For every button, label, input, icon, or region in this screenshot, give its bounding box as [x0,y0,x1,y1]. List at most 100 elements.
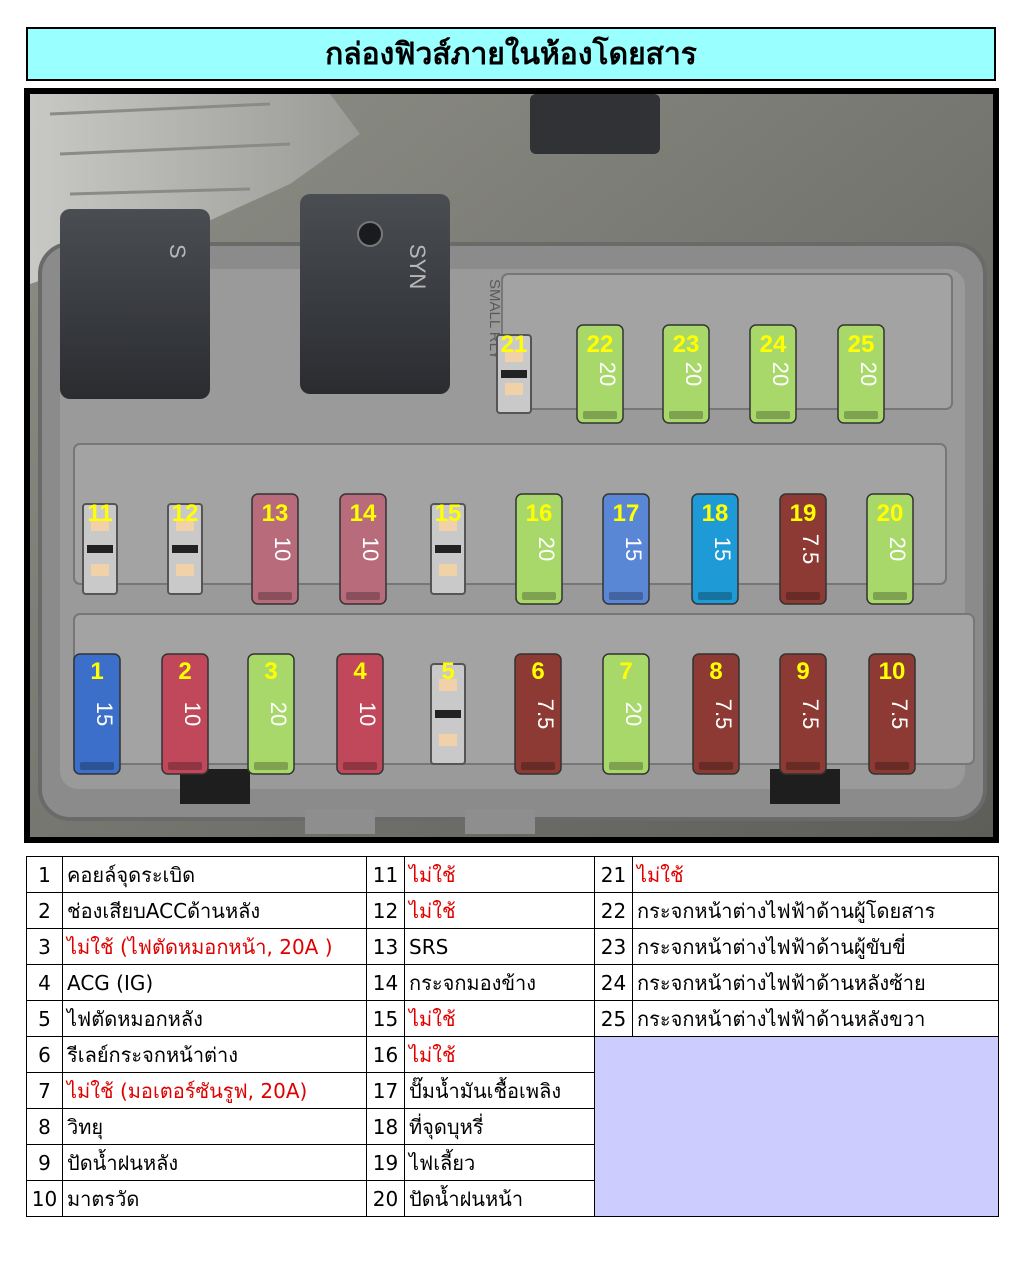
fuse-4-number: 4 [353,658,367,685]
legend-number: 7 [26,1072,63,1109]
fuse-6: 7.56 [514,653,562,775]
legend-number: 1 [26,856,63,893]
legend-number: 20 [366,1180,405,1217]
fuse-8: 7.58 [692,653,740,775]
legend-number: 4 [26,964,63,1001]
fuse-17-rating: 15 [621,537,646,561]
fuse-14-number: 14 [350,500,377,527]
legend-description: ที่จุดบุหรี่ [404,1108,595,1145]
legend-number: 22 [594,892,633,929]
legend-number: 17 [366,1072,405,1109]
fuse-4: 10 4 [336,653,384,775]
fuse-9: 7.59 [779,653,827,775]
legend-number: 25 [594,1000,633,1037]
fuse-19-rating: 7.5 [798,534,823,565]
fuse-5-number: 5 [441,658,454,685]
fuse-13-rating: 10 [270,537,295,561]
fuse-16-rating: 20 [534,537,559,561]
fuse-14-rating: 10 [358,537,383,561]
legend-description: SRS [404,928,595,965]
fuse-4-rating: 10 [355,702,380,726]
relay-left-label: S [165,244,190,259]
fuse-18-rating: 15 [710,537,735,561]
legend-description: กระจกหน้าต่างไฟฟ้าด้านหลังขวา [632,1000,999,1037]
fuse-9-number: 9 [796,658,809,685]
fuse-13-number: 13 [262,500,289,527]
legend-description: กระจกหน้าต่างไฟฟ้าด้านผู้โดยสาร [632,892,999,929]
relay-right-label: SYN [405,244,430,289]
legend-description: ช่องเสียบACCด้านหลัง [62,892,367,929]
fuse-6-number: 6 [531,658,544,685]
fuse-23-number: 23 [673,331,700,358]
fuse-8-number: 8 [709,658,722,685]
legend-description: รีเลย์กระจกหน้าต่าง [62,1036,367,1073]
fuse-9-rating: 7.5 [798,699,823,730]
fuse-3: 203 [247,653,295,775]
legend-description: ไม่ใช้ [632,856,999,893]
legend-description: ไม่ใช้ [404,1036,595,1073]
fuse-25-number: 25 [848,331,875,358]
fuse-1-rating: 15 [92,702,117,726]
legend-description: ปัดน้ำฝนหลัง [62,1144,367,1181]
fuse-23-rating: 20 [681,362,706,386]
fuse-1-number: 1 [90,658,103,685]
legend-description: กระจกหน้าต่างไฟฟ้าด้านผู้ขับขี่ [632,928,999,965]
fuse-7: 207 [602,653,650,775]
legend-description: วิทยุ [62,1108,367,1145]
legend-number: 11 [366,856,405,893]
relay-left: S [60,209,210,399]
fuse-19-number: 19 [790,500,817,527]
legend-description: ไม่ใช้ (ไฟตัดหมอกหน้า, 20A ) [62,928,367,965]
legend-description: ไม่ใช้ [404,892,595,929]
fuse-18-number: 18 [702,500,729,527]
legend-description: กระจกหน้าต่างไฟฟ้าด้านหลังซ้าย [632,964,999,1001]
legend-description: คอยล์จุดระเบิด [62,856,367,893]
fuse-20-number: 20 [877,500,904,527]
legend-number: 16 [366,1036,405,1073]
legend-number: 10 [26,1180,63,1217]
legend-description: มาตรวัด [62,1180,367,1217]
fuse-25-rating: 20 [856,362,881,386]
legend-number: 8 [26,1108,63,1145]
top-connector [530,94,660,154]
fuse-2-number: 2 [178,658,191,685]
fuse-12: 12 [167,500,203,595]
fuse-12-number: 12 [172,500,199,527]
legend-number: 19 [366,1144,405,1181]
legend-description: ปั๊มน้ำมันเชื้อเพลิง [404,1072,595,1109]
legend-number: 21 [594,856,633,893]
page-title: กล่องฟิวส์ภายในห้องโดยสาร [325,36,697,72]
legend-description: ไม่ใช้ (มอเตอร์ซันรูฟ, 20A) [62,1072,367,1109]
legend-description: ไม่ใช้ [404,856,595,893]
fuse-2: 10 2 [161,653,209,775]
legend-number: 18 [366,1108,405,1145]
legend-number: 23 [594,928,633,965]
legend-description: กระจกมองข้าง [404,964,595,1001]
legend-description: ACG (IG) [62,964,367,1001]
legend-number: 15 [366,1000,405,1037]
fuse-2-rating: 10 [180,702,205,726]
fuse-11: 11 [82,500,118,595]
fuse-3-rating: 20 [266,702,291,726]
fuse-22-rating: 20 [595,362,620,386]
legend-number: 6 [26,1036,63,1073]
fuse-8-rating: 7.5 [711,699,736,730]
fuse-19: 7.519 [779,493,827,605]
legend-number: 12 [366,892,405,929]
fuse-16-number: 16 [526,500,553,527]
